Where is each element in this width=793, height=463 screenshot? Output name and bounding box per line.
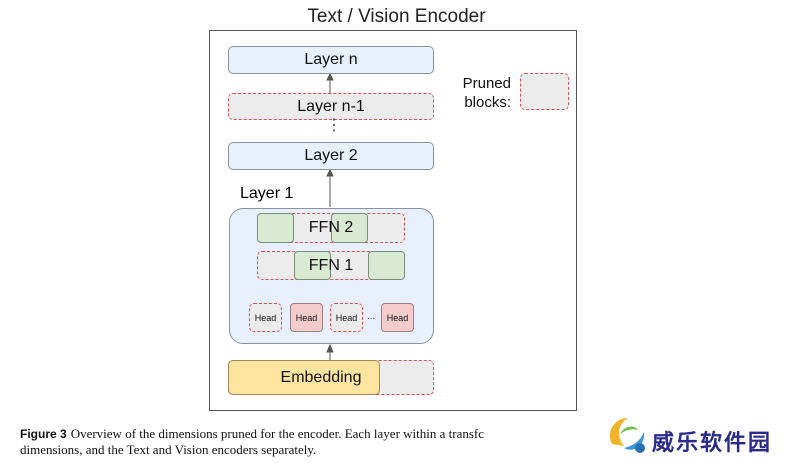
- head-kept-1: Head: [290, 303, 323, 332]
- watermark-text: 威乐软件园: [652, 430, 773, 455]
- legend-label: Pruned blocks:: [461, 74, 511, 112]
- legend-label-line-1: Pruned: [462, 75, 511, 92]
- watermark-logo-icon: [609, 418, 645, 453]
- head-pruned-2: Head: [330, 303, 363, 332]
- embedding-box: Embedding: [228, 360, 380, 395]
- head-pruned-1: Head: [249, 303, 282, 332]
- layer-1-label: Layer 1: [240, 185, 294, 202]
- ffn-1-kept-block: [368, 251, 405, 280]
- ffn-2-label: FFN 2: [308, 219, 354, 236]
- arrowhead-layer-n: [326, 72, 334, 81]
- layer-n-box: Layer n: [228, 46, 434, 74]
- diagram-title: Text / Vision Encoder: [307, 6, 486, 27]
- head-kept-2: Head: [381, 303, 414, 332]
- layer-2-box: Layer 2: [228, 142, 434, 170]
- ffn-2-kept-block: [257, 213, 294, 243]
- arrowhead-layer-1: [326, 343, 334, 353]
- caption-label: Figure 3: [20, 427, 67, 441]
- legend-label-line-2: blocks:: [464, 94, 511, 111]
- ffn-1-label: FFN 1: [308, 256, 354, 274]
- ffn-2-kept-block: [331, 213, 368, 243]
- ffn-1-kept-block: [294, 251, 331, 280]
- caption-text: Overview of the dimensions pruned for th…: [70, 426, 485, 441]
- layers-ellipsis: ⋮: [326, 117, 342, 134]
- heads-ellipsis: ...: [367, 311, 376, 322]
- layer-n-minus-1-box: Layer n-1: [228, 93, 434, 120]
- caption-text-line-2: dimensions, and the Text and Vision enco…: [20, 442, 317, 457]
- arrowhead-layer-2: [326, 168, 334, 177]
- legend-pruned-swatch: [520, 73, 569, 110]
- encoder-frame: [209, 30, 577, 411]
